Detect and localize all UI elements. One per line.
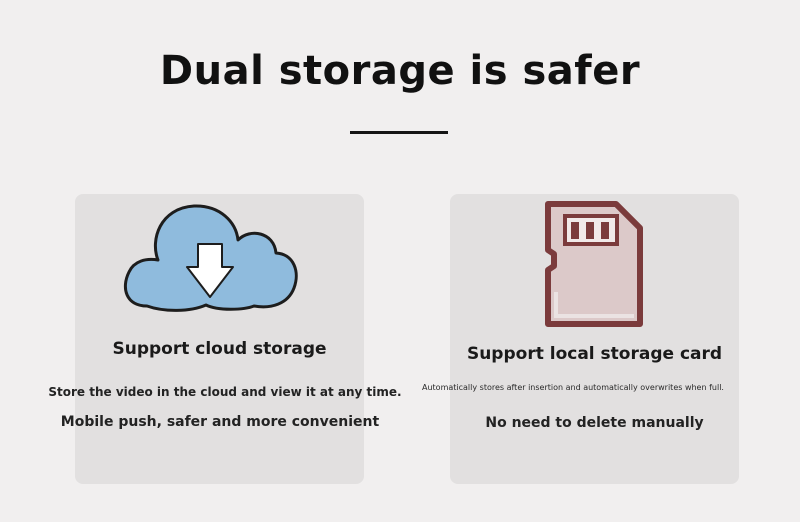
cloud-storage-heading: Support cloud storage: [112, 339, 327, 359]
local-storage-note: No need to delete manually: [485, 415, 704, 431]
page-title: Dual storage is safer: [159, 48, 641, 94]
sd-card-icon: [545, 201, 643, 327]
title-underline: [350, 131, 448, 134]
cloud-download-icon: [123, 204, 298, 312]
local-storage-description: Automatically stores after insertion and…: [422, 383, 724, 392]
cloud-storage-note: Mobile push, safer and more convenient: [60, 414, 380, 430]
local-storage-heading: Support local storage card: [466, 344, 723, 364]
cloud-storage-description: Store the video in the cloud and view it…: [48, 385, 402, 399]
